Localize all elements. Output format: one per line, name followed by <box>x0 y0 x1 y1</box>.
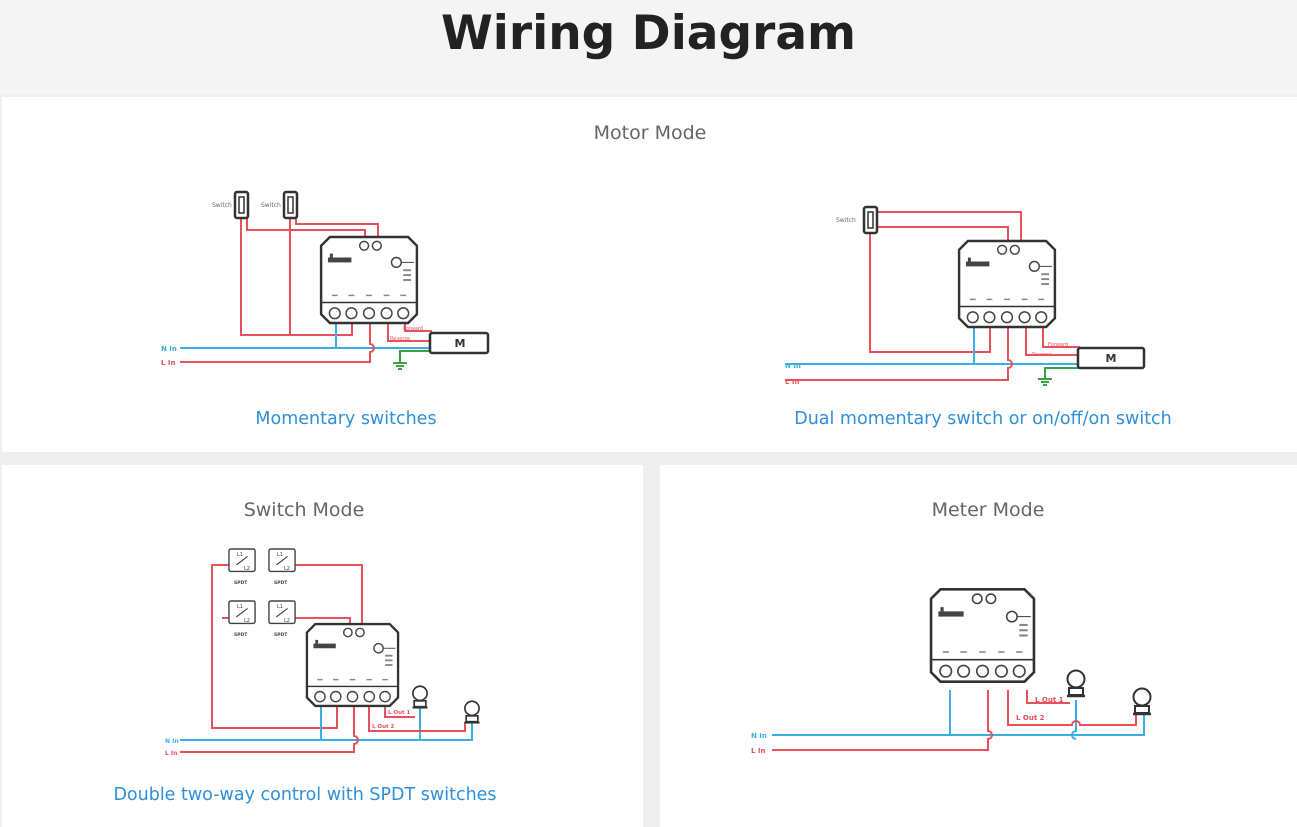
svg-text:Forward: Forward <box>403 326 423 332</box>
svg-text:L Out 1: L Out 1 <box>1035 696 1064 704</box>
svg-text:N In: N In <box>751 732 767 740</box>
svg-text:Reverse: Reverse <box>1032 352 1052 358</box>
svg-text:L1: L1 <box>277 552 283 558</box>
bulb-icon <box>1131 687 1153 716</box>
svg-text:L1: L1 <box>237 604 243 610</box>
svg-text:L In: L In <box>785 378 800 386</box>
svg-text:SPDT: SPDT <box>234 632 248 638</box>
motor-icon <box>1076 346 1146 370</box>
switch-icon <box>282 190 299 220</box>
svg-text:L Out 2: L Out 2 <box>1016 714 1045 722</box>
motor-mode-title: Motor Mode <box>593 122 707 144</box>
svg-text:Switch: Switch <box>212 202 232 209</box>
spdt-caption: Double two-way control with SPDT switche… <box>113 785 497 805</box>
motor-icon <box>428 331 490 355</box>
svg-text:M: M <box>455 337 466 350</box>
svg-text:L In: L In <box>161 359 176 367</box>
svg-text:SPDT: SPDT <box>274 632 288 638</box>
spdt-diagram: L1 L1 L1 L1 L2 L2 L2 L2 SPDT SPDT SPDT S… <box>165 548 481 757</box>
svg-text:Switch: Switch <box>836 217 856 224</box>
bulb-icon <box>1065 669 1087 698</box>
svg-text:Switch: Switch <box>261 202 281 209</box>
svg-text:L2: L2 <box>244 566 250 572</box>
svg-text:L Out 2: L Out 2 <box>372 724 395 730</box>
bulb-icon <box>411 685 429 709</box>
svg-text:L In: L In <box>751 747 766 755</box>
page-title: Wiring Diagram <box>440 6 857 61</box>
header: Wiring Diagram <box>0 0 1297 95</box>
svg-text:L1: L1 <box>277 604 283 610</box>
svg-text:L2: L2 <box>284 566 290 572</box>
switch-mode-title: Switch Mode <box>243 499 365 521</box>
svg-text:N In: N In <box>161 345 177 353</box>
motor-mode-panel <box>2 97 1297 452</box>
svg-text:Forward: Forward <box>1048 342 1068 348</box>
svg-text:SPDT: SPDT <box>234 580 248 586</box>
switch-icon <box>862 205 879 235</box>
svg-text:L In: L In <box>165 750 177 757</box>
momentary-switches-diagram: M Switch Switch N In L In Forward Revers… <box>161 190 490 370</box>
bulb-icon <box>463 700 481 724</box>
switch-icon <box>233 190 250 220</box>
svg-text:Reverse: Reverse <box>390 336 410 342</box>
svg-text:L Out 1: L Out 1 <box>388 710 411 716</box>
meter-mode-title: Meter Mode <box>931 499 1045 521</box>
svg-text:M: M <box>1106 352 1117 365</box>
meter-mode-diagram: N In L In L Out 1 L Out 2 <box>751 587 1153 755</box>
dual-momentary-diagram: M Switch N In L In Forward Reverse <box>785 205 1146 386</box>
dual-momentary-caption: Dual momentary switch or on/off/on switc… <box>794 409 1172 429</box>
svg-text:L2: L2 <box>284 618 290 624</box>
svg-text:N In: N In <box>165 738 179 745</box>
svg-text:L1: L1 <box>237 552 243 558</box>
svg-text:N In: N In <box>785 362 801 370</box>
svg-text:SPDT: SPDT <box>274 580 288 586</box>
svg-text:L2: L2 <box>244 618 250 624</box>
momentary-caption: Momentary switches <box>255 409 437 429</box>
